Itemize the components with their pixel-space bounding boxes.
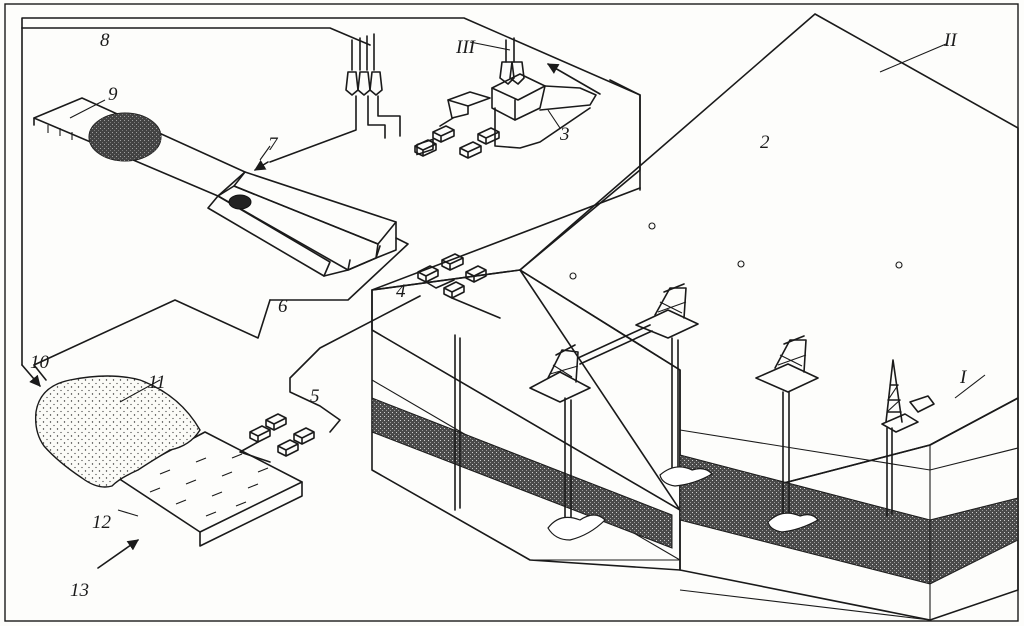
label-III: III: [455, 37, 477, 58]
label-12: 12: [92, 512, 112, 533]
label-I: I: [959, 367, 968, 388]
conveyor-belt: [33, 97, 409, 366]
terrain-block: [371, 13, 1019, 621]
label-9: 9: [108, 84, 118, 105]
drilling-rigs: [529, 283, 935, 433]
processing-platform: [21, 17, 641, 366]
stockpile-pond: [21, 364, 303, 569]
well-bores: [454, 334, 893, 541]
label-13: 13: [70, 580, 89, 601]
pipeline-network: [239, 187, 641, 463]
label-4: 4: [396, 281, 406, 302]
label-7: 7: [268, 134, 279, 155]
leader-lines: [69, 41, 986, 517]
label-5: 5: [310, 386, 320, 407]
label-2: 2: [760, 132, 770, 153]
diagram-labels: I II III 2 3 4 5 6 7 8 9 10 11 12 13: [30, 30, 968, 601]
label-II: II: [943, 30, 958, 51]
label-8: 8: [100, 30, 110, 51]
label-6: 6: [278, 296, 288, 317]
label-11: 11: [148, 372, 166, 393]
label-10: 10: [30, 352, 50, 373]
label-3: 3: [559, 124, 570, 145]
